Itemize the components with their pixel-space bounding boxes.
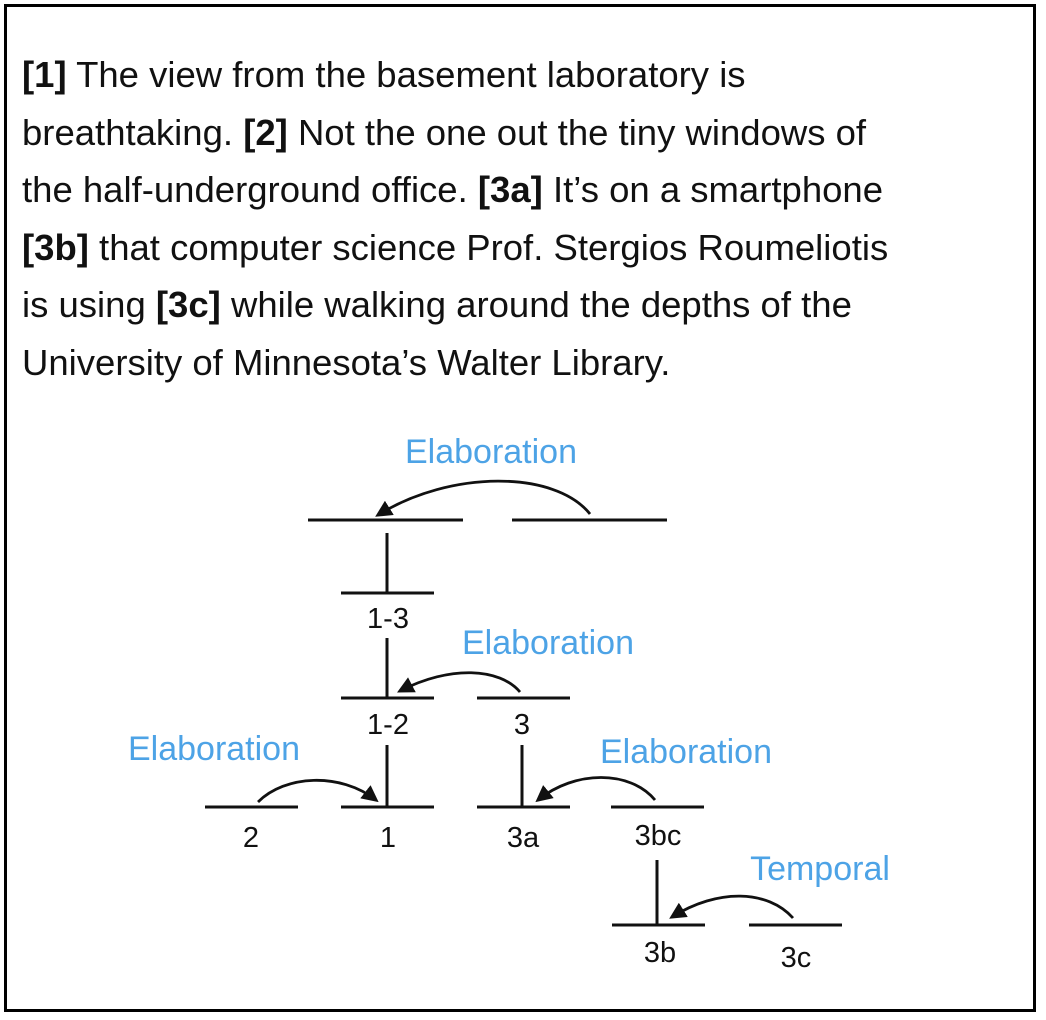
node-label-3a: 3a xyxy=(507,822,540,854)
node-label-3: 3 xyxy=(514,709,530,741)
relation-label-top: Elaboration xyxy=(405,433,577,471)
passage-text: University of Minnesota’s Walter Library… xyxy=(22,341,671,383)
segment-marker: [3a] xyxy=(477,169,543,210)
relation-label-right: Elaboration xyxy=(600,733,772,771)
segment-marker: [3b] xyxy=(22,226,89,268)
passage-text: Not the one out the tiny windows of xyxy=(287,111,867,153)
passage-text: breathtaking. xyxy=(22,111,244,153)
relation-label-mid: Elaboration xyxy=(462,624,634,662)
node-label-1: 1 xyxy=(380,822,396,854)
relation-label-bottom: Temporal xyxy=(750,850,890,888)
relation-arrow-mid xyxy=(397,671,522,693)
node-label-3c: 3c xyxy=(781,942,812,974)
passage-line: is using [3c] while walking around the d… xyxy=(22,276,1022,334)
node-label-3b: 3b xyxy=(644,937,676,969)
relation-arrow-bottom xyxy=(669,894,795,919)
node-label-1-3: 1-3 xyxy=(367,603,409,635)
passage-text: is using xyxy=(22,284,156,325)
passage-line: the half-underground office. [3a] It’s o… xyxy=(22,161,1022,219)
node-label-3bc: 3bc xyxy=(635,820,682,852)
segment-marker: [2] xyxy=(243,111,288,153)
source-passage: [1] The view from the basement laborator… xyxy=(22,46,1022,390)
relation-arrow-left xyxy=(257,778,379,803)
passage-text: that computer science Prof. Stergios Rou… xyxy=(88,226,889,268)
passage-line: breathtaking. [2] Not the one out the ti… xyxy=(22,104,1022,162)
passage-text: while walking around the depths of the xyxy=(220,284,852,325)
node-label-1-2: 1-2 xyxy=(367,709,409,741)
passage-text: It’s on a smartphone xyxy=(542,169,884,210)
relation-label-left: Elaboration xyxy=(128,730,300,768)
figure-frame xyxy=(4,4,1036,1012)
passage-line: [1] The view from the basement laborator… xyxy=(22,46,1022,104)
relation-arrow-top xyxy=(375,479,592,517)
passage-text: the half-underground office. xyxy=(22,169,478,210)
passage-line: University of Minnesota’s Walter Library… xyxy=(22,334,1022,391)
node-label-2: 2 xyxy=(243,822,259,854)
relation-arrow-right xyxy=(535,776,657,803)
passage-line: [3b] that computer science Prof. Stergio… xyxy=(22,219,1022,277)
segment-marker: [1] xyxy=(22,54,67,95)
passage-text: The view from the basement laboratory is xyxy=(66,54,746,95)
segment-marker: [3c] xyxy=(155,284,221,325)
